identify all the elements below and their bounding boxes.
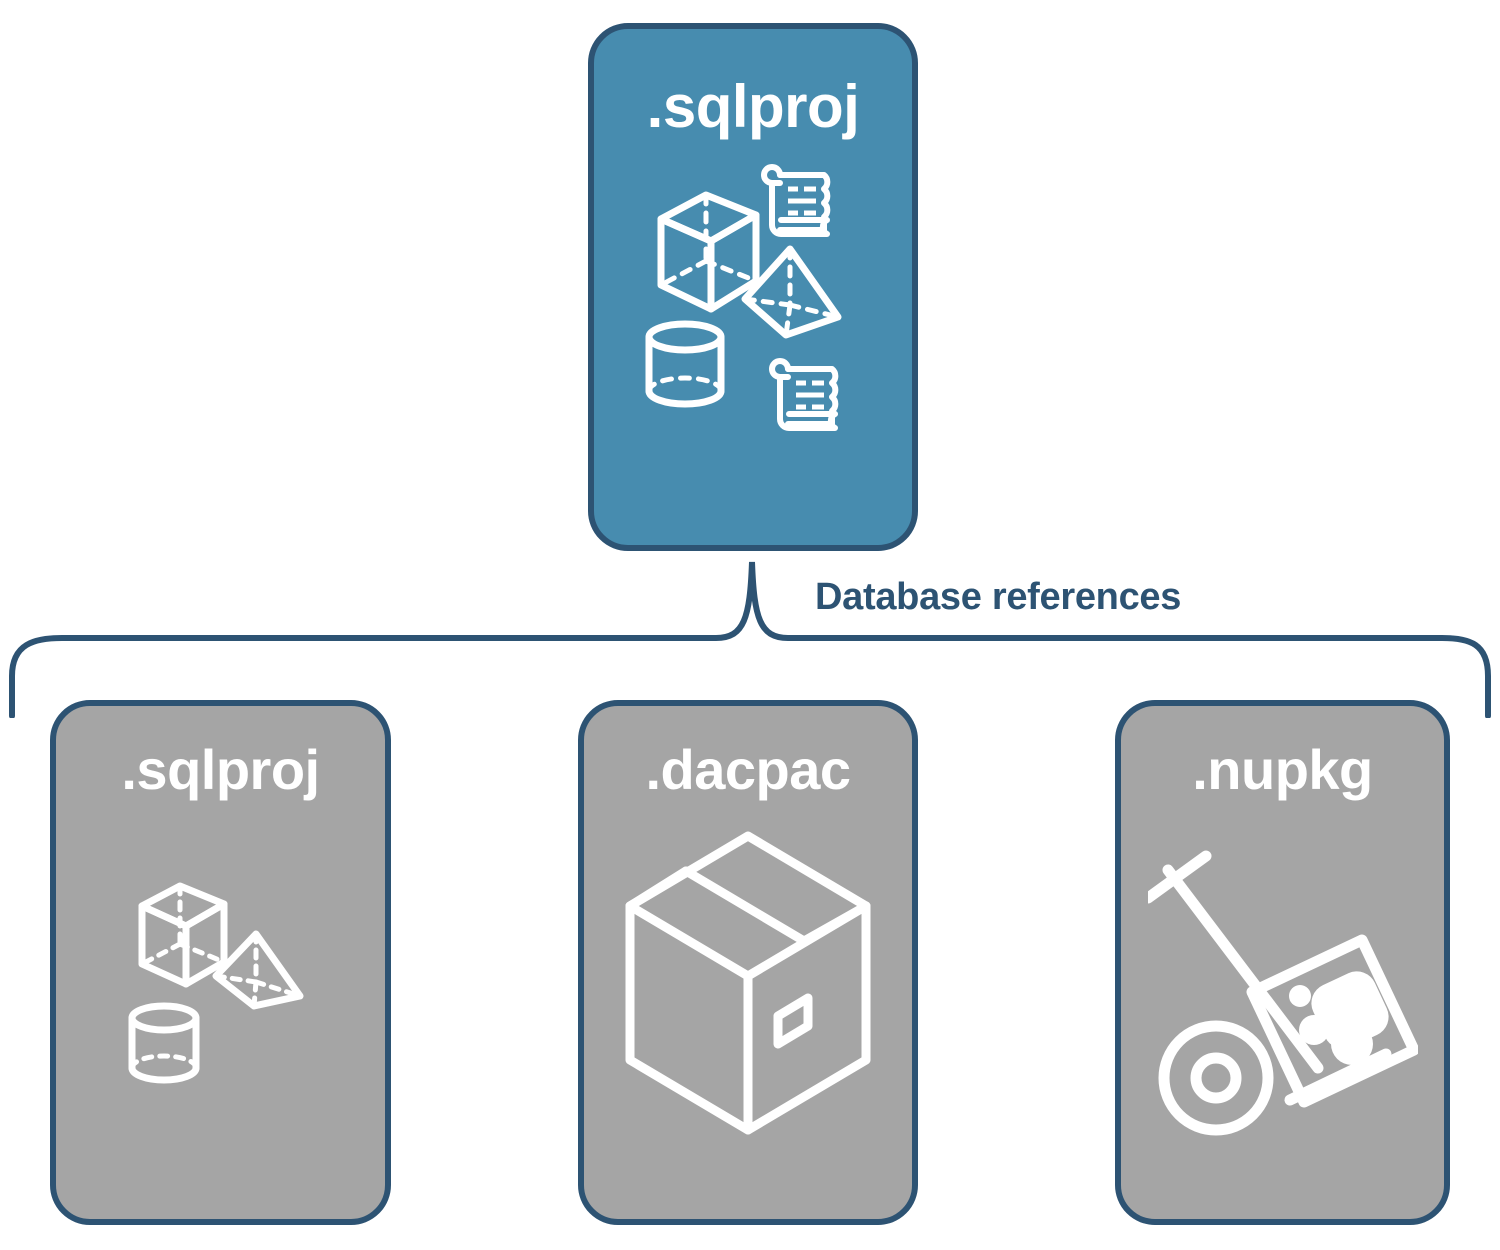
database-objects-icon-cluster	[128, 882, 304, 1084]
card-nupkg-title: .nupkg	[1192, 738, 1373, 801]
wireframe-pyramid-icon	[741, 245, 842, 339]
scroll-icon	[769, 358, 839, 431]
card-sqlproj-root-icons	[594, 137, 912, 545]
card-dacpac-title: .dacpac	[645, 738, 851, 801]
card-dacpac[interactable]: .dacpac	[578, 700, 918, 1225]
card-sqlproj-root-title: .sqlproj	[646, 73, 860, 140]
wireframe-pyramid-icon	[212, 930, 304, 1010]
hand-truck-package-icon	[1147, 850, 1418, 1136]
card-sqlproj-reference-icons	[56, 798, 385, 1219]
wireframe-cylinder-icon	[128, 1002, 200, 1084]
wireframe-cube-icon	[657, 191, 760, 313]
wireframe-cylinder-icon	[645, 320, 725, 408]
database-references-brace	[9, 561, 1491, 718]
card-sqlproj-reference[interactable]: .sqlproj	[50, 700, 391, 1225]
card-nupkg[interactable]: .nupkg	[1115, 700, 1450, 1225]
card-dacpac-icons	[584, 798, 912, 1219]
database-references-label: Database references	[815, 576, 1182, 618]
wireframe-cube-icon	[138, 882, 228, 988]
card-nupkg-icons	[1121, 798, 1444, 1219]
database-objects-icon-cluster	[645, 164, 842, 431]
nuget-glyph-icon	[1288, 971, 1389, 1065]
card-sqlproj-root[interactable]: .sqlproj	[588, 23, 918, 551]
shipping-box-icon	[625, 831, 871, 1135]
scroll-icon	[761, 164, 831, 237]
card-sqlproj-reference-title: .sqlproj	[121, 738, 320, 801]
